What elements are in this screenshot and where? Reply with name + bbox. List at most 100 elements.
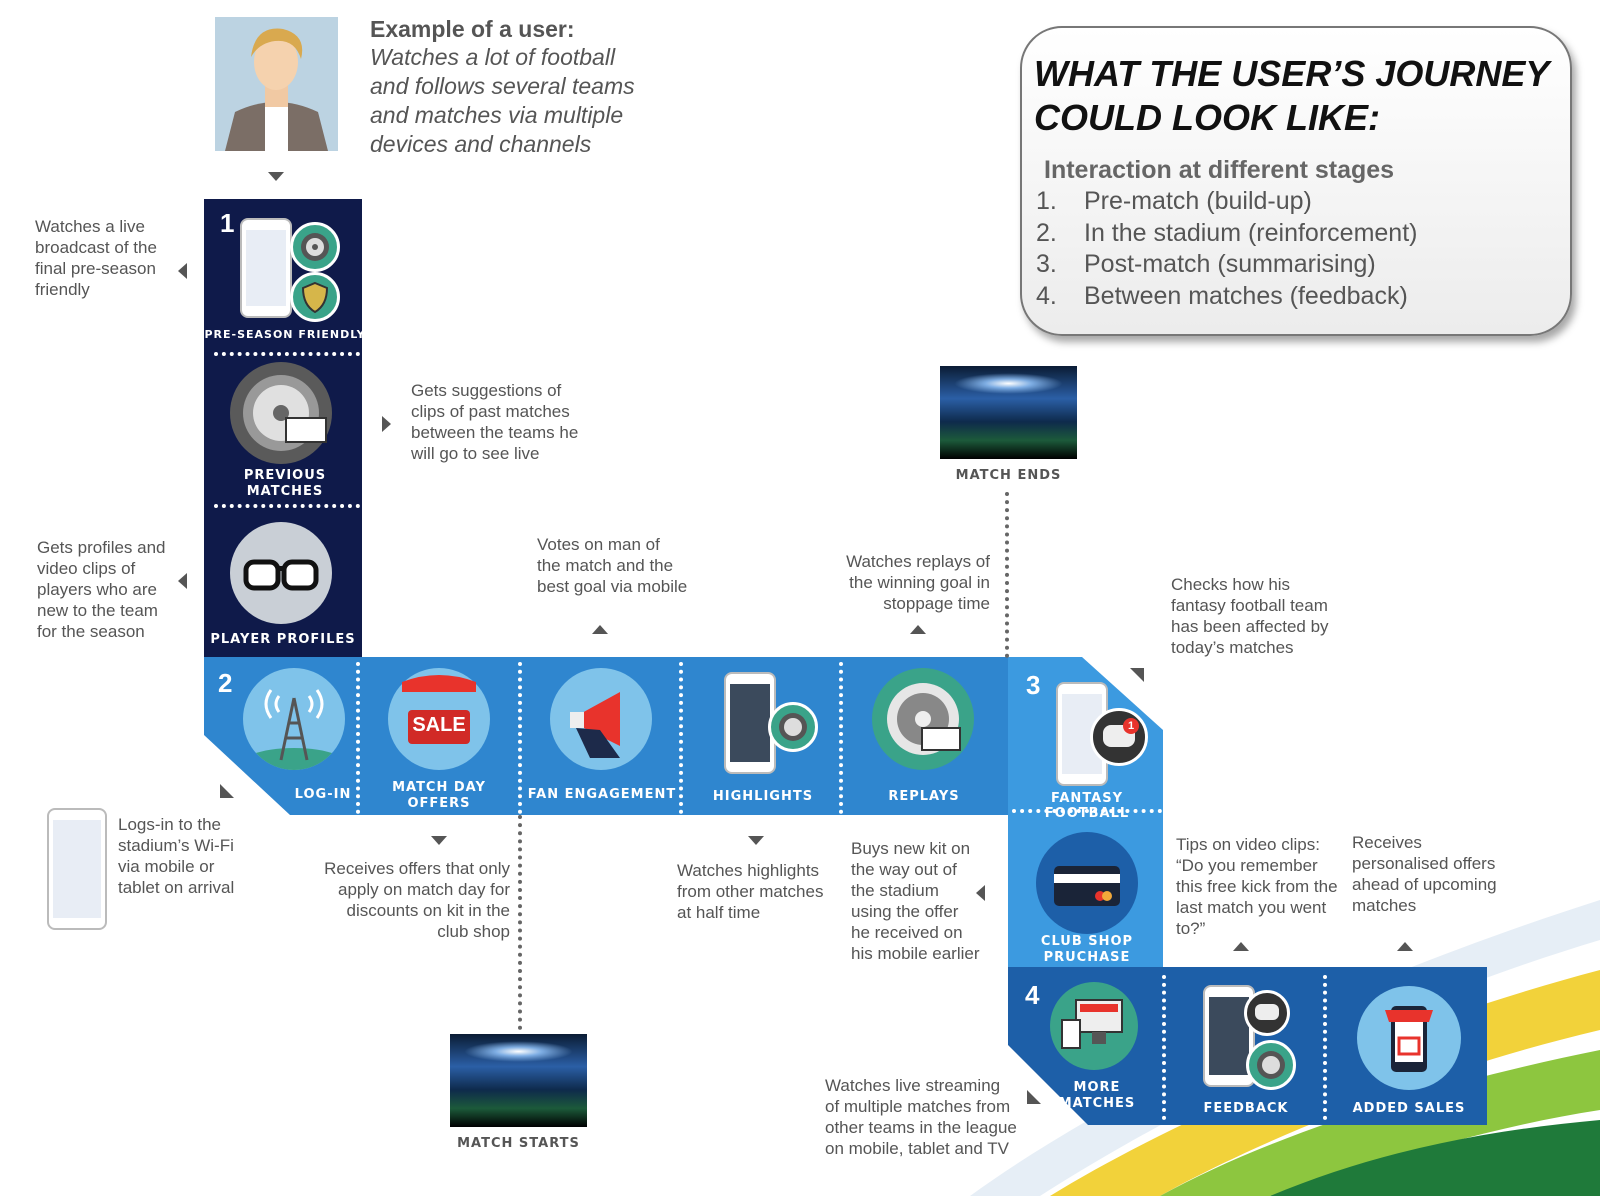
divider xyxy=(214,352,360,356)
step-player-profiles-label: PLAYER PROFILES xyxy=(210,632,356,647)
note-line: Watches live streaming xyxy=(825,1076,1001,1095)
note-line: this free kick from the xyxy=(1176,877,1338,896)
note-line: he received on xyxy=(851,923,963,942)
step-previous-matches-label: PREVIOUS MATCHES xyxy=(204,468,366,500)
chat-bubble-icon xyxy=(1244,990,1290,1036)
mobile-shop-icon xyxy=(1357,986,1461,1090)
note-line: via mobile or xyxy=(118,857,215,876)
note-line: stoppage time xyxy=(883,594,990,613)
user-desc-line: and matches via multiple xyxy=(370,102,624,128)
note-line: tablet on arrival xyxy=(118,878,235,897)
step-added-sales-label: ADDED SALES xyxy=(1352,1101,1466,1116)
journey-info-box: WHAT THE USER’S JOURNEY COULD LOOK LIKE:… xyxy=(1020,26,1572,336)
arrow-down-icon xyxy=(748,836,764,845)
note-line: club shop xyxy=(437,922,510,941)
match-starts-label: MATCH STARTS xyxy=(457,1136,580,1151)
step-fantasy-football-label: FANTASY FOOTBALL xyxy=(1044,791,1130,821)
note-line: stadium’s Wi-Fi xyxy=(118,836,234,855)
note-line: apply on match day for xyxy=(338,880,510,899)
note-line: ahead of upcoming xyxy=(1352,875,1497,894)
note-line: Receives offers that only xyxy=(324,859,510,878)
note-line: Buys new kit on xyxy=(851,839,971,858)
note-line: Votes on man of xyxy=(537,535,660,554)
journey-subtitle: Interaction at different stages xyxy=(1044,156,1395,184)
match-ends-label: MATCH ENDS xyxy=(955,468,1062,483)
stage-number: 4. xyxy=(1036,281,1057,310)
user-avatar xyxy=(215,17,338,151)
arrow-left-icon xyxy=(178,263,187,279)
step-highlights-label: HIGHLIGHTS xyxy=(712,789,814,804)
divider xyxy=(1323,975,1327,1120)
user-desc-line: devices and channels xyxy=(370,131,592,157)
note-line: Logs-in to the xyxy=(118,815,222,834)
credit-card-icon xyxy=(1036,832,1138,934)
note-line: best goal via mobile xyxy=(537,577,688,596)
sale-sign-text: SALE xyxy=(412,714,466,736)
note-line: using the offer xyxy=(851,902,959,921)
note-line: the way out of xyxy=(851,860,957,879)
note-line: players who are xyxy=(37,580,158,599)
film-reel-icon xyxy=(768,702,818,752)
note-live-broadcast: Watches a live broadcast of the final pr… xyxy=(35,216,157,300)
note-line: broadcast of the xyxy=(35,238,157,257)
note-line: Receives xyxy=(1352,833,1422,852)
note-line: other teams in the league xyxy=(825,1118,1017,1137)
note-line: today’s matches xyxy=(1171,638,1294,657)
note-line: Watches highlights xyxy=(677,861,820,880)
journey-stage-list: 1.Pre-match (build-up) 2.In the stadium … xyxy=(1036,186,1417,312)
step-log-in-label: LOG-IN xyxy=(294,787,352,802)
chat-bubble-icon xyxy=(1090,708,1148,766)
stage-number: 2. xyxy=(1036,218,1057,247)
note-line: Watches a live xyxy=(35,217,145,236)
note-line: “Do you remember xyxy=(1176,856,1318,875)
divider xyxy=(839,662,843,814)
note-line: Gets suggestions of xyxy=(411,381,562,400)
film-reel-icon xyxy=(290,222,340,272)
note-line: the match and the xyxy=(537,556,674,575)
user-desc-line: and follows several teams xyxy=(370,73,635,99)
note-votes: Votes on man of the match and the best g… xyxy=(537,534,687,597)
note-line: video clips of xyxy=(37,559,136,578)
arrow-up-icon xyxy=(1233,942,1249,951)
arrow-diagonal-icon xyxy=(1130,668,1144,682)
stage-label: Post-match (summarising) xyxy=(1084,250,1376,278)
stage-label: In the stadium (reinforcement) xyxy=(1084,218,1418,247)
notification-badge: 1 xyxy=(1123,718,1139,734)
film-reel-icon xyxy=(230,362,332,464)
note-fantasy: Checks how his fantasy football team has… xyxy=(1171,574,1329,658)
label-line: MATCH DAY xyxy=(392,780,486,795)
note-line: will go to see live xyxy=(411,444,540,463)
note-replays: Watches replays of the winning goal in s… xyxy=(834,551,990,614)
note-tips: Tips on video clips: “Do you remember th… xyxy=(1176,834,1338,939)
note-highlights: Watches highlights from other matches at… xyxy=(677,860,823,923)
match-ends-connector xyxy=(1005,492,1009,658)
step-more-matches-label: MORE MATCHES xyxy=(1048,1080,1146,1112)
user-heading: Example of a user: xyxy=(370,16,575,42)
note-line: for the season xyxy=(37,622,145,641)
note-line: has been affected by xyxy=(1171,617,1329,636)
arrow-diagonal-icon xyxy=(1027,1090,1041,1104)
step-feedback-label: FEEDBACK xyxy=(1203,1101,1289,1116)
divider xyxy=(1012,809,1162,813)
stage-3-number: 3 xyxy=(1026,670,1041,700)
journey-title-line: COULD LOOK LIKE: xyxy=(1034,97,1380,138)
note-line: at half time xyxy=(677,903,761,922)
note-profiles: Gets profiles and video clips of players… xyxy=(37,537,166,642)
note-line: Watches replays of xyxy=(846,552,990,571)
note-login: Logs-in to the stadium’s Wi-Fi via mobil… xyxy=(118,814,234,898)
note-line: to?” xyxy=(1176,919,1206,938)
sunglasses-icon xyxy=(230,522,332,624)
step-pre-season-label: PRE-SEASON FRIENDLY xyxy=(204,328,366,341)
note-suggestions: Gets suggestions of clips of past matche… xyxy=(411,380,578,464)
note-line: Checks how his xyxy=(1171,575,1291,594)
label-line: MORE xyxy=(1073,1080,1121,1095)
stage-label: Between matches (feedback) xyxy=(1084,281,1408,310)
note-line: Gets profiles and xyxy=(37,538,166,557)
note-kit: Buys new kit on the way out of the stadi… xyxy=(851,838,980,964)
label-line: MATCHES xyxy=(246,484,324,499)
divider xyxy=(679,662,683,814)
stage-label: Pre-match (build-up) xyxy=(1084,187,1312,215)
arrow-diagonal-icon xyxy=(220,784,234,798)
user-desc-line: Watches a lot of football xyxy=(370,44,616,70)
arrow-up-icon xyxy=(592,625,608,634)
